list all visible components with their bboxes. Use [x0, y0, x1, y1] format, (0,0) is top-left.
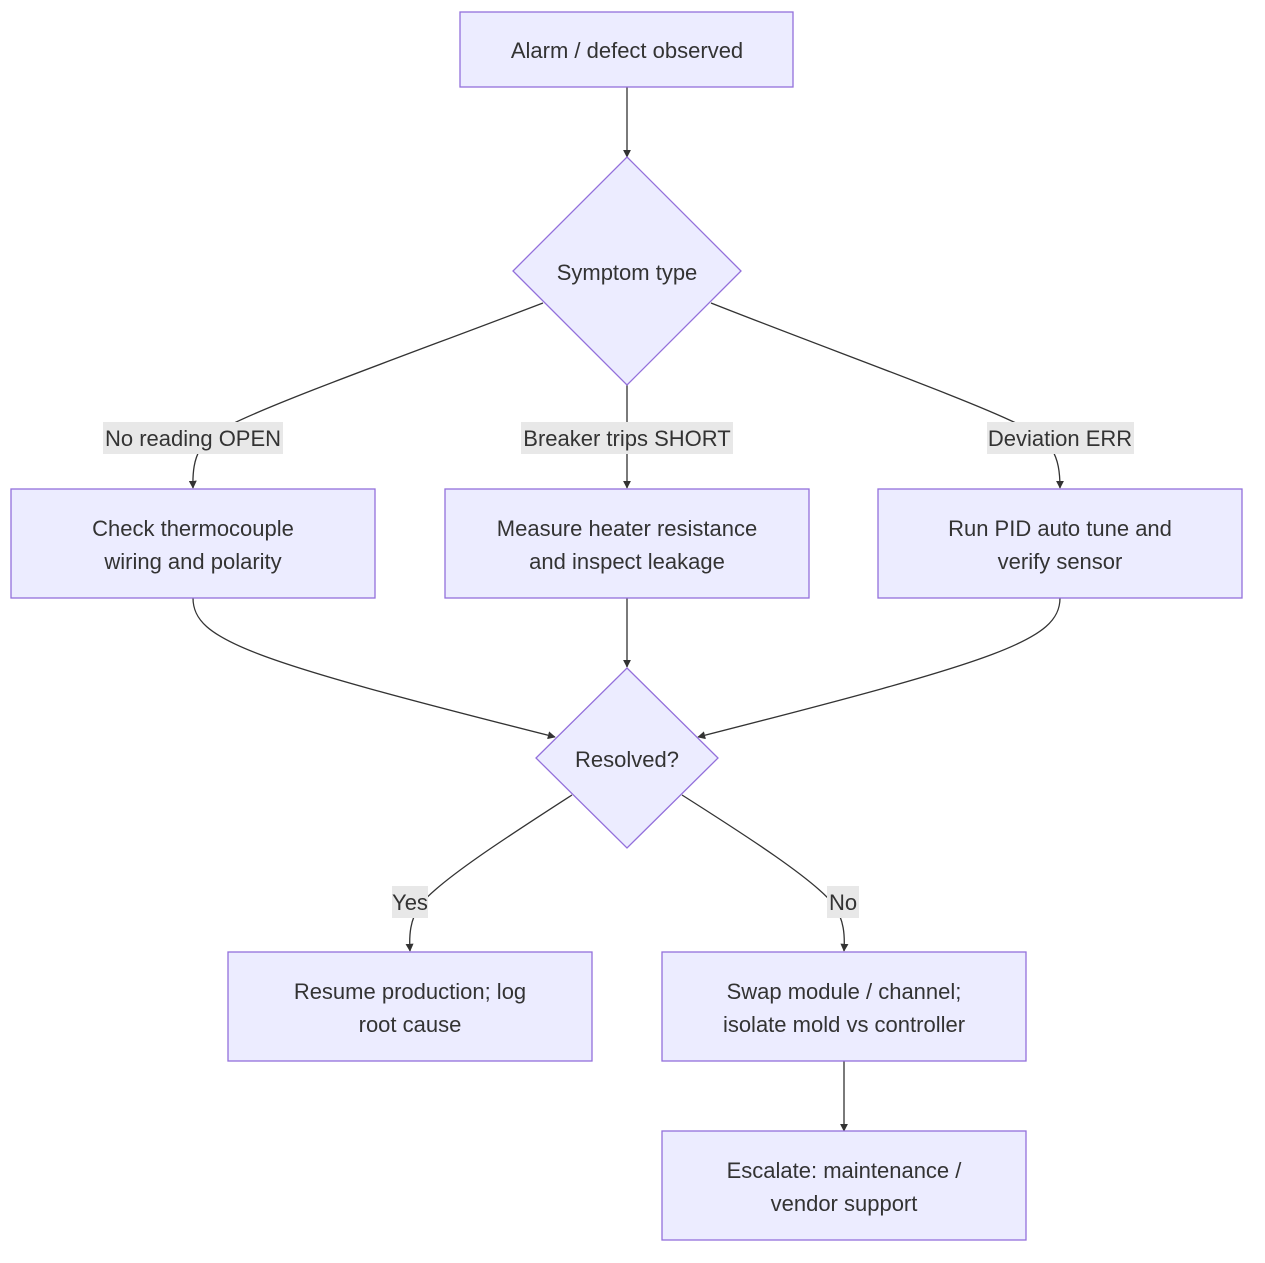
svg-text:Yes: Yes — [392, 890, 428, 915]
node-symptom-type: Symptom type — [512, 156, 742, 386]
edge-label-no: No — [827, 886, 859, 918]
edge-label-breaker: Breaker trips SHORT — [521, 422, 733, 454]
edge-resolved-to-swap — [681, 794, 849, 952]
svg-text:isolate mold vs controller: isolate mold vs controller — [723, 1012, 965, 1037]
svg-text:Check thermocouple: Check thermocouple — [92, 516, 294, 541]
edge-symptom-to-check — [188, 302, 544, 489]
edge-label-no-reading: No reading OPEN — [103, 422, 283, 454]
node-check-thermocouple: Check thermocouple wiring and polarity — [10, 488, 376, 599]
node-resume-production: Resume production; log root cause — [227, 951, 593, 1062]
svg-text:Measure heater resistance: Measure heater resistance — [497, 516, 757, 541]
node-alarm: Alarm / defect observed — [459, 11, 794, 88]
svg-text:Resume production; log: Resume production; log — [294, 979, 526, 1004]
node-swap-module: Swap module / channel; isolate mold vs c… — [661, 951, 1027, 1062]
node-escalate: Escalate: maintenance / vendor support — [661, 1130, 1027, 1241]
edge-pid-to-resolved — [697, 597, 1061, 740]
node-measure-heater: Measure heater resistance and inspect le… — [444, 488, 810, 599]
svg-text:Swap module / channel;: Swap module / channel; — [727, 979, 962, 1004]
svg-text:wiring and polarity: wiring and polarity — [103, 549, 281, 574]
svg-text:root cause: root cause — [359, 1012, 462, 1037]
edge-check-to-resolved — [192, 597, 556, 740]
node-run-pid: Run PID auto tune and verify sensor — [877, 488, 1243, 599]
svg-text:No reading OPEN: No reading OPEN — [105, 426, 281, 451]
node-resolved: Resolved? — [535, 667, 719, 849]
svg-text:verify sensor: verify sensor — [998, 549, 1123, 574]
svg-text:Run PID auto tune and: Run PID auto tune and — [948, 516, 1172, 541]
edge-label-deviation: Deviation ERR — [987, 422, 1134, 454]
svg-text:Resolved?: Resolved? — [575, 747, 679, 772]
svg-text:Alarm / defect observed: Alarm / defect observed — [511, 38, 743, 63]
svg-text:Breaker trips SHORT: Breaker trips SHORT — [523, 426, 730, 451]
svg-text:Escalate: maintenance /: Escalate: maintenance / — [727, 1158, 963, 1183]
edge-resolved-to-resume — [405, 794, 573, 952]
svg-text:Deviation ERR: Deviation ERR — [988, 426, 1132, 451]
svg-text:vendor support: vendor support — [771, 1191, 918, 1216]
svg-text:Symptom type: Symptom type — [557, 260, 698, 285]
svg-text:and inspect leakage: and inspect leakage — [529, 549, 725, 574]
svg-text:No: No — [829, 890, 857, 915]
edge-label-yes: Yes — [392, 886, 428, 918]
edge-symptom-to-pid — [710, 302, 1064, 489]
